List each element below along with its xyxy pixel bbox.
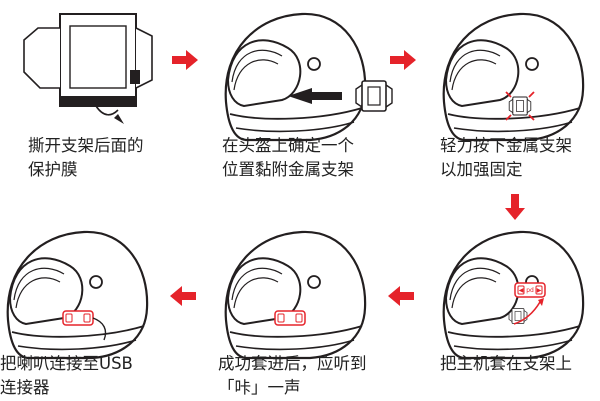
step-2-caption: 在头盔上确定一个 位置黏附金属支架 <box>222 134 354 182</box>
step-3-helmet-press-bracket-illustration <box>442 12 585 142</box>
step-6-caption-line-1: 把喇叭连接至USB <box>0 354 133 373</box>
arrow-step3-to-step4 <box>505 194 525 220</box>
step-2-caption-line-1: 在头盔上确定一个 <box>222 136 354 155</box>
arrow-step4-to-step5 <box>388 286 414 306</box>
step-5-caption-line-1: 成功套进后，应听到 <box>218 354 367 373</box>
unit-badge-right: ▶ <box>537 287 542 294</box>
step-1-bracket-film-illustration <box>23 13 153 124</box>
arrow-step2-to-step3 <box>390 50 416 70</box>
step-3-caption-line-1: 轻力按下金属支架 <box>440 136 572 155</box>
unit-badge-left: ◀ <box>519 287 524 294</box>
step-1-caption-line-2: 保护膜 <box>28 160 78 179</box>
step-6-helmet-speaker-usb-illustration <box>6 230 149 360</box>
step-6-caption: 把喇叭连接至USB 连接器 <box>0 352 133 400</box>
step-3-caption-line-2: 以加强固定 <box>440 160 523 179</box>
step-4-caption: 把主机套在支架上 <box>440 352 572 376</box>
step-2-caption-line-2: 位置黏附金属支架 <box>222 160 354 179</box>
step-5-caption-line-2: 「咔」一声 <box>218 378 301 397</box>
step-5-helmet-unit-click-illustration <box>224 230 367 360</box>
step-6-caption-line-2: 连接器 <box>0 378 50 397</box>
step-1-caption: 撕开支架后面的 保护膜 <box>28 134 144 182</box>
arrow-step1-to-step2 <box>172 50 198 70</box>
step-3-caption: 轻力按下金属支架 以加强固定 <box>440 134 572 182</box>
step-2-helmet-attach-bracket-illustration <box>224 12 393 142</box>
step-4-helmet-mount-unit-illustration <box>442 230 585 360</box>
step-1-caption-line-1: 撕开支架后面的 <box>28 136 144 155</box>
arrow-step5-to-step6 <box>170 286 196 306</box>
unit-badge-middle: pd <box>526 287 534 294</box>
step-4-caption-line-1: 把主机套在支架上 <box>440 354 572 373</box>
step-5-caption: 成功套进后，应听到 「咔」一声 <box>218 352 367 400</box>
